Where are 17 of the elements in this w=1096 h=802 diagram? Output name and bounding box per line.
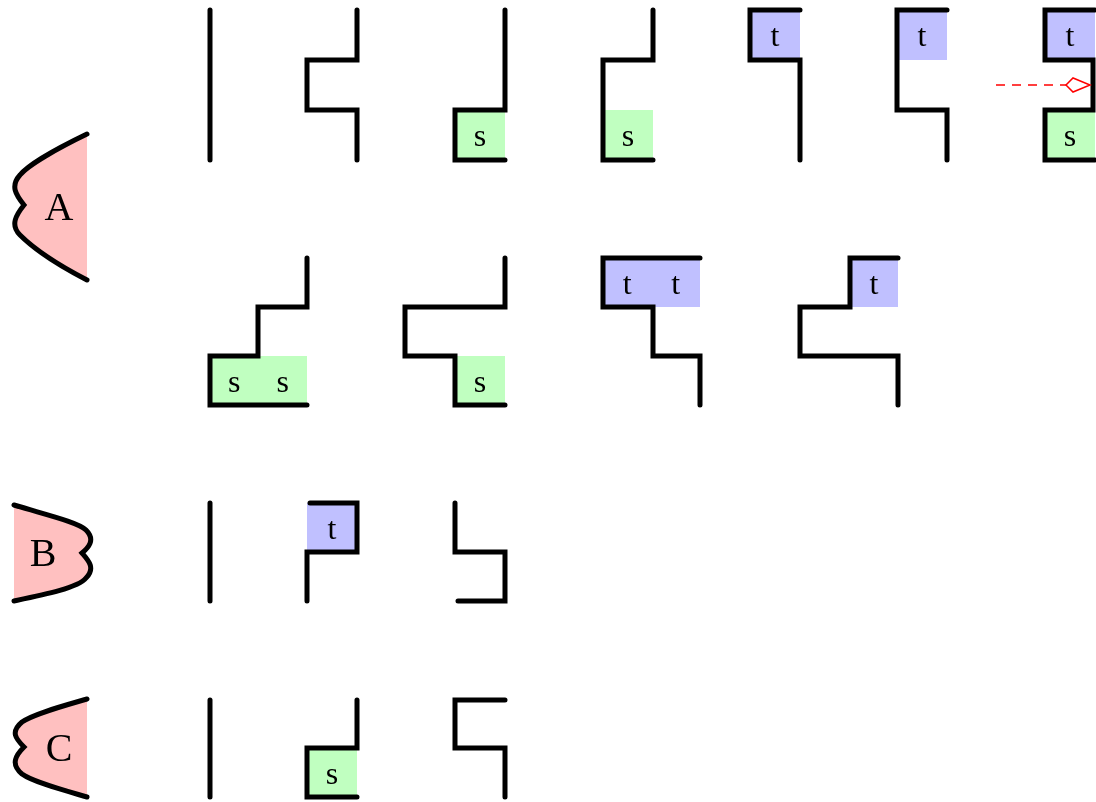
cell-letter: t	[1065, 19, 1075, 51]
cell-letter: s	[621, 119, 635, 151]
cell-letter: t	[770, 19, 780, 51]
cell-letter: s	[276, 364, 289, 397]
cell-letter: t	[917, 19, 927, 51]
cell-letter: t	[671, 266, 681, 299]
cell-letter: t	[327, 511, 337, 544]
cell-letter: s	[1063, 119, 1077, 151]
cell-letter: t	[622, 266, 632, 299]
cell-letter: s	[325, 756, 339, 789]
shape-label: A	[44, 187, 74, 227]
shape-label: B	[29, 533, 57, 573]
cell-letter: s	[473, 119, 487, 151]
cell-letter: s	[473, 364, 487, 397]
cell-letter: s	[228, 364, 241, 397]
cell-letter: t	[869, 266, 879, 299]
shape-label: C	[45, 728, 73, 768]
